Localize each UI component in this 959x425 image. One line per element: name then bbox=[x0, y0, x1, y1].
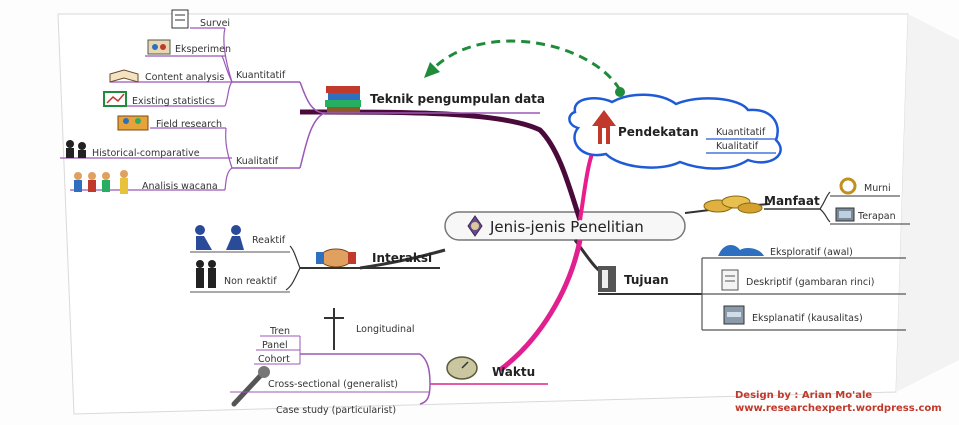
kualitatif-label: Kualitatif bbox=[236, 156, 279, 167]
content-analysis-label: Content analysis bbox=[145, 72, 224, 83]
tujuan-deskriptif: Deskriptif (gambaran rinci) bbox=[746, 277, 874, 288]
fighters-icon bbox=[195, 225, 244, 250]
door-icon-detail bbox=[602, 270, 608, 288]
analisis-wacana-label: Analisis wacana bbox=[142, 181, 218, 192]
relation-arrow-head bbox=[424, 62, 440, 78]
interaksi-title: Interaksi bbox=[372, 251, 432, 265]
interaksi-connector bbox=[289, 245, 301, 269]
field-research-icon bbox=[117, 115, 149, 131]
computer-icon bbox=[835, 207, 855, 222]
existing-statistics-label: Existing statistics bbox=[132, 96, 215, 107]
manfaat-murni: Murni bbox=[864, 183, 891, 194]
manfaat-connector bbox=[819, 208, 831, 223]
experiment-icon bbox=[147, 39, 171, 55]
manfaat-connector bbox=[819, 191, 831, 210]
document-icon bbox=[721, 269, 739, 291]
pendekatan-cloud bbox=[568, 93, 782, 170]
leaf-connector bbox=[224, 81, 233, 107]
waktu-node: Waktu Longitudinal Tren Panel Cohort Cro… bbox=[230, 308, 548, 416]
windmill-icon bbox=[324, 308, 344, 350]
interaksi-connector bbox=[285, 267, 301, 291]
manfaat-title: Manfaat bbox=[764, 194, 820, 208]
waktu-branch-line bbox=[498, 239, 583, 372]
waktu-title: Waktu bbox=[492, 365, 535, 379]
paper-edge bbox=[896, 14, 959, 392]
longitudinal-tren: Tren bbox=[269, 326, 290, 337]
longitudinal-cohort: Cohort bbox=[258, 354, 290, 365]
tujuan-eksploratif: Eksploratif (awal) bbox=[770, 247, 853, 258]
waktu-connector bbox=[419, 353, 431, 385]
tujuan-title: Tujuan bbox=[624, 273, 669, 287]
ring-icon bbox=[839, 177, 857, 195]
leaf-connector bbox=[224, 167, 233, 191]
credit-designer: Design by : Arian Mo'ale bbox=[735, 390, 872, 401]
pendekatan-kuantitatif: Kuantitatif bbox=[716, 127, 766, 138]
stopwatch-icon bbox=[446, 356, 478, 380]
teknik-title: Teknik pengumpulan data bbox=[370, 92, 545, 106]
field-research-label: Field research bbox=[156, 119, 222, 130]
historical-comparative-label: Historical-comparative bbox=[92, 148, 200, 159]
kuantitatif-label: Kuantitatif bbox=[236, 70, 286, 81]
books-icon bbox=[325, 86, 361, 113]
pendekatan-node: Pendekatan Kuantitatif Kualitatif bbox=[568, 93, 782, 170]
waktu-connector bbox=[419, 383, 431, 405]
standing-people-icon bbox=[196, 260, 216, 288]
interaksi-node: Interaksi Reaktif Non reaktif bbox=[190, 225, 440, 293]
longitudinal-panel: Panel bbox=[262, 340, 288, 351]
eksperimen-label: Eksperimen bbox=[175, 44, 231, 55]
interaksi-non-reaktif: Non reaktif bbox=[224, 276, 277, 287]
pendekatan-kualitatif: Kualitatif bbox=[716, 141, 759, 152]
teknik-branch-line bbox=[299, 109, 583, 221]
longitudinal-label: Longitudinal bbox=[356, 324, 415, 335]
manfaat-node: Manfaat Murni Terapan bbox=[703, 177, 910, 225]
survey-icon bbox=[171, 9, 189, 29]
coins-icon bbox=[703, 195, 763, 214]
cross-sectional-label: Cross-sectional (generalist) bbox=[268, 379, 398, 390]
kuantitatif-connector bbox=[299, 81, 326, 114]
tujuan-node: Tujuan Eksploratif (awal) Deskriptif (ga… bbox=[598, 245, 906, 331]
tujuan-eksplanatif: Eksplanatif (kausalitas) bbox=[752, 313, 863, 324]
manfaat-terapan: Terapan bbox=[857, 211, 896, 222]
leaf-connector bbox=[223, 27, 233, 83]
pendekatan-title: Pendekatan bbox=[618, 125, 699, 139]
case-study-label: Case study (particularist) bbox=[276, 405, 396, 416]
monitor-icon bbox=[723, 305, 745, 325]
historical-figures-icon bbox=[66, 140, 86, 158]
up-arrow-icon bbox=[592, 110, 616, 144]
brain-icon bbox=[467, 215, 483, 237]
teknik-node: Teknik pengumpulan data bbox=[325, 86, 545, 114]
credit-url: www.researchexpert.wordpress.com bbox=[735, 403, 942, 414]
statistics-icon bbox=[103, 91, 127, 107]
leaf-connector bbox=[221, 55, 233, 83]
discussion-people-icon bbox=[74, 170, 128, 194]
interaksi-reaktif: Reaktif bbox=[252, 235, 286, 246]
leaf-connector bbox=[225, 127, 233, 169]
explore-icon bbox=[718, 245, 764, 256]
relation-arrow bbox=[430, 39, 622, 91]
relation-arrow-tail bbox=[615, 87, 625, 97]
central-node-box bbox=[444, 211, 686, 241]
central-node: Jenis-jenis Penelitian bbox=[444, 211, 686, 241]
pin-icon bbox=[231, 366, 270, 407]
survei-label: Survei bbox=[200, 18, 230, 29]
open-book-icon bbox=[109, 69, 139, 83]
central-title: Jenis-jenis Penelitian bbox=[489, 218, 644, 236]
kualitatif-connector bbox=[299, 112, 326, 169]
